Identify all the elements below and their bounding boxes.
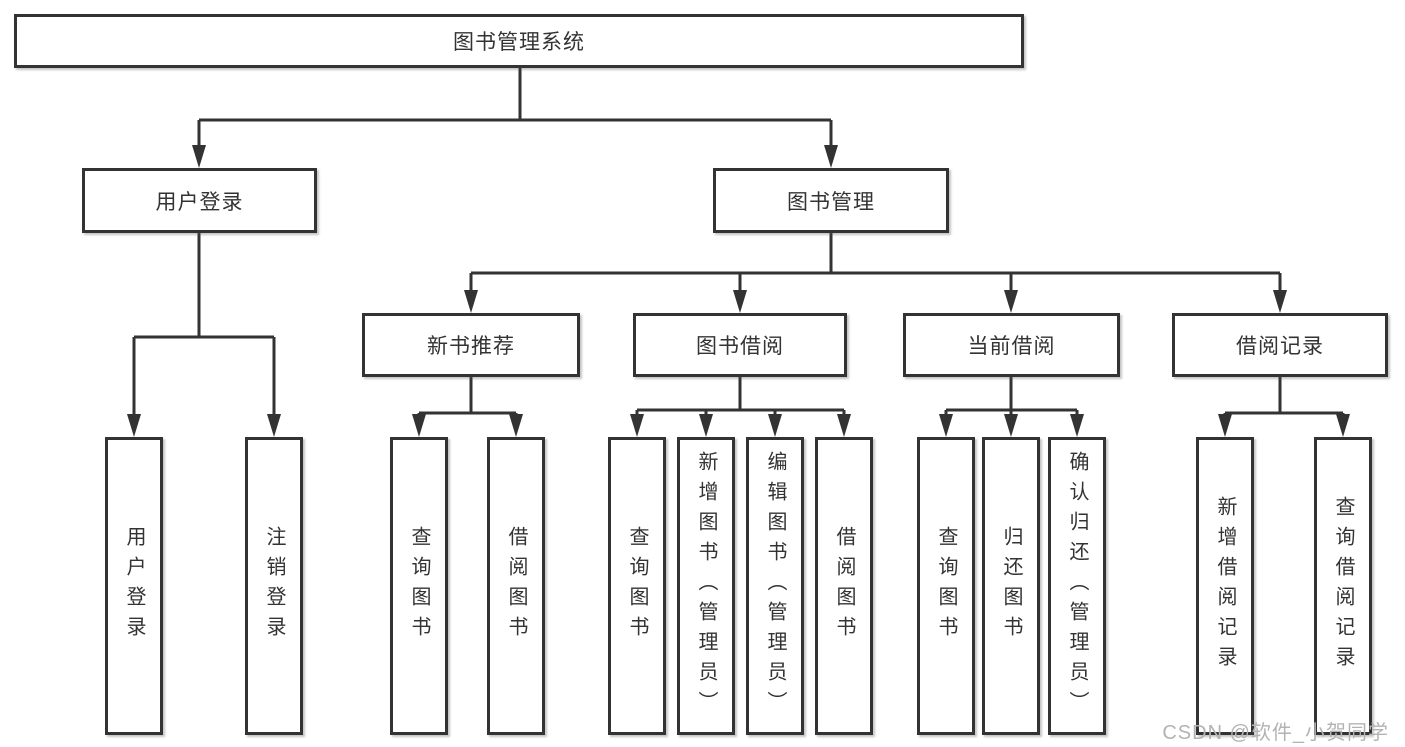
leaf-add-book-admin: 新增图书（管理员） — [677, 437, 735, 735]
connector-root — [197, 68, 833, 148]
arrowhead — [699, 414, 713, 437]
arrowhead — [192, 145, 206, 168]
node-user-login: 用户登录 — [82, 168, 317, 233]
leaf-add-borrow-record: 新增借阅记录 — [1196, 437, 1254, 735]
leaf-query-books-current-label: 查询图书 — [935, 526, 957, 646]
arrowhead — [1004, 290, 1018, 313]
node-book-management-label: 图书管理 — [787, 190, 875, 214]
node-current-borrow: 当前借阅 — [903, 313, 1120, 377]
node-book-borrow-label: 图书借阅 — [696, 335, 784, 358]
node-borrow-records-label: 借阅记录 — [1236, 335, 1324, 358]
leaf-query-borrow-record-label: 查询借阅记录 — [1332, 496, 1354, 676]
leaf-query-books-borrow-label: 查询图书 — [626, 526, 648, 646]
csdn-watermark: CSDN @软件_小贺同学 — [1162, 722, 1389, 744]
node-new-books-label: 新书推荐 — [427, 335, 515, 358]
arrowhead — [464, 290, 478, 313]
arrowhead — [412, 414, 426, 437]
arrowhead — [768, 414, 782, 437]
arrowhead — [127, 414, 141, 437]
arrowhead — [1218, 414, 1232, 437]
arrowheads — [127, 145, 1350, 437]
node-book-management: 图书管理 — [713, 168, 949, 233]
leaf-return-book-label: 归还图书 — [1000, 526, 1022, 646]
leaf-logout: 注销登录 — [245, 437, 303, 735]
arrowhead — [824, 145, 838, 168]
leaf-query-books-new: 查询图书 — [390, 437, 448, 735]
leaf-query-books-new-label: 查询图书 — [408, 526, 430, 646]
leaf-query-books-borrow: 查询图书 — [608, 437, 666, 735]
arrowhead — [1004, 414, 1018, 437]
arrowhead — [837, 414, 851, 437]
arrowhead — [509, 414, 523, 437]
leaf-borrow-books-new: 借阅图书 — [487, 437, 545, 735]
node-book-borrow: 图书借阅 — [633, 313, 847, 377]
node-root-label: 图书管理系统 — [453, 31, 585, 54]
connector-strokes — [132, 68, 1345, 418]
arrowhead — [1336, 414, 1350, 437]
leaf-borrow-books-new-label: 借阅图书 — [505, 526, 527, 646]
arrowhead — [1070, 414, 1084, 437]
leaf-user-login-label: 用户登录 — [123, 526, 145, 646]
leaf-borrow-books-borrow-label: 借阅图书 — [833, 526, 855, 646]
connector-new-books — [417, 377, 518, 418]
connector-book-management — [469, 233, 1282, 293]
leaf-add-borrow-record-label: 新增借阅记录 — [1214, 496, 1236, 676]
leaf-user-login: 用户登录 — [105, 437, 163, 735]
connector-book-borrow — [635, 377, 846, 418]
arrowhead — [1273, 290, 1287, 313]
leaf-add-book-admin-label: 新增图书（管理员） — [695, 451, 717, 721]
node-new-books: 新书推荐 — [362, 313, 580, 377]
arrowhead — [939, 414, 953, 437]
arrowhead — [630, 414, 644, 437]
leaf-query-borrow-record: 查询借阅记录 — [1314, 437, 1372, 735]
leaf-borrow-books-borrow: 借阅图书 — [815, 437, 873, 735]
leaf-logout-label: 注销登录 — [263, 526, 285, 646]
connector-user-login — [132, 233, 276, 417]
node-user-login-label: 用户登录 — [155, 190, 244, 214]
node-borrow-records: 借阅记录 — [1172, 313, 1388, 377]
leaf-return-book: 归还图书 — [982, 437, 1040, 735]
leaf-edit-book-admin: 编辑图书（管理员） — [746, 437, 804, 735]
leaf-edit-book-admin-label: 编辑图书（管理员） — [764, 451, 786, 721]
connector-borrow-records — [1223, 377, 1345, 418]
arrowhead — [267, 414, 281, 437]
node-root: 图书管理系统 — [14, 14, 1024, 68]
connector-current-borrow — [944, 377, 1079, 418]
node-current-borrow-label: 当前借阅 — [967, 335, 1056, 358]
leaf-confirm-return-admin: 确认归还（管理员） — [1048, 437, 1106, 735]
arrowhead — [733, 290, 747, 313]
leaf-query-books-current: 查询图书 — [917, 437, 975, 735]
leaf-confirm-return-admin-label: 确认归还（管理员） — [1066, 451, 1088, 721]
